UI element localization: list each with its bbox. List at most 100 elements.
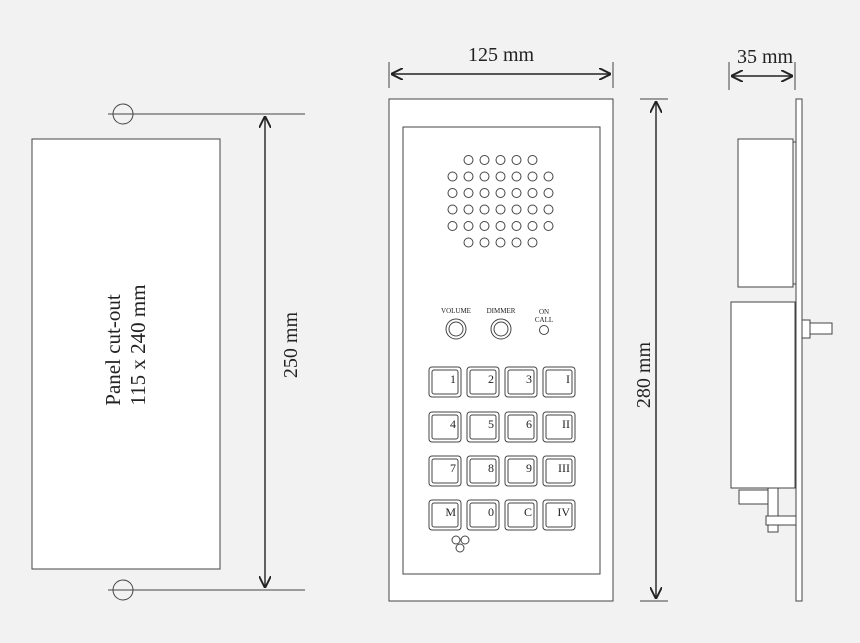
key-inner bbox=[431, 458, 459, 484]
depth-label: 35 mm bbox=[737, 46, 794, 68]
keypad-key-1[interactable]: 1 bbox=[428, 366, 462, 398]
key-inner bbox=[431, 369, 459, 395]
key-label: 7 bbox=[450, 461, 456, 475]
width-label: 125 mm bbox=[468, 44, 535, 66]
speaker-hole bbox=[479, 155, 490, 165]
key-outer bbox=[428, 499, 462, 531]
cutout-height-label: 250 mm bbox=[280, 312, 302, 379]
speaker-hole bbox=[511, 155, 522, 165]
speaker-hole bbox=[447, 204, 458, 215]
key-outer bbox=[542, 455, 576, 487]
key-outer bbox=[504, 499, 538, 531]
speaker-hole bbox=[447, 171, 458, 182]
front-panel-outer bbox=[388, 98, 614, 602]
keypad-key-iv[interactable]: IV bbox=[542, 499, 576, 531]
key-outer bbox=[428, 366, 462, 398]
key-outer bbox=[428, 411, 462, 443]
key-inner bbox=[469, 502, 497, 528]
speaker-hole bbox=[527, 221, 538, 231]
key-inner bbox=[469, 369, 497, 395]
speaker-hole bbox=[543, 221, 554, 231]
speaker-hole bbox=[495, 155, 506, 165]
speaker-hole bbox=[463, 221, 474, 231]
speaker-hole bbox=[543, 171, 554, 182]
speaker-hole bbox=[527, 204, 538, 215]
side-connector bbox=[738, 489, 770, 505]
key-label: 8 bbox=[488, 461, 494, 475]
dimmer-knob[interactable] bbox=[490, 318, 512, 340]
key-inner bbox=[545, 369, 573, 395]
keypad-key-i[interactable]: I bbox=[542, 366, 576, 398]
speaker-hole bbox=[543, 204, 554, 215]
speaker-hole bbox=[463, 204, 474, 215]
key-label: 2 bbox=[488, 372, 494, 386]
speaker-hole bbox=[495, 204, 506, 215]
keypad-key-7[interactable]: 7 bbox=[428, 455, 462, 487]
keypad-key-3[interactable]: 3 bbox=[504, 366, 538, 398]
on-call-label-line1: ON bbox=[539, 308, 549, 316]
side-view: 35 mm bbox=[728, 46, 833, 602]
key-outer bbox=[504, 411, 538, 443]
key-label: 4 bbox=[450, 417, 456, 431]
keypad-key-6[interactable]: 6 bbox=[504, 411, 538, 443]
front-panel-inner bbox=[402, 126, 601, 575]
keypad-key-8[interactable]: 8 bbox=[466, 455, 500, 487]
side-speaker-housing bbox=[737, 138, 794, 288]
height-dimension: 280 mm bbox=[633, 98, 668, 602]
key-label: 5 bbox=[488, 417, 494, 431]
key-inner bbox=[469, 414, 497, 440]
key-label: 6 bbox=[526, 417, 532, 431]
dimmer-label: DIMMER bbox=[487, 307, 516, 315]
speaker-hole bbox=[479, 237, 490, 248]
dimmer-knob-inner bbox=[493, 321, 509, 337]
microphone-hole-3 bbox=[455, 543, 465, 553]
height-label: 280 mm bbox=[633, 342, 655, 409]
keypad-key-ii[interactable]: II bbox=[542, 411, 576, 443]
key-inner bbox=[431, 502, 459, 528]
key-outer bbox=[504, 366, 538, 398]
side-bracket bbox=[767, 487, 779, 533]
side-electronics-housing bbox=[730, 301, 796, 489]
speaker-hole bbox=[479, 171, 490, 182]
keypad-key-5[interactable]: 5 bbox=[466, 411, 500, 443]
speaker-hole bbox=[463, 155, 474, 165]
cutout-label-line1: Panel cut-out bbox=[101, 294, 125, 406]
key-label: C bbox=[524, 505, 532, 519]
key-outer bbox=[542, 366, 576, 398]
speaker-hole bbox=[495, 171, 506, 182]
keypad-key-iii[interactable]: III bbox=[542, 455, 576, 487]
key-inner bbox=[507, 502, 535, 528]
panel-cutout-view: 250 mm Panel cut-out 115 x 240 mm bbox=[31, 103, 305, 601]
keypad-key-0[interactable]: 0 bbox=[466, 499, 500, 531]
key-outer bbox=[466, 499, 500, 531]
speaker-hole bbox=[447, 221, 458, 231]
keypad-key-9[interactable]: 9 bbox=[504, 455, 538, 487]
speaker-hole bbox=[495, 237, 506, 248]
speaker-hole bbox=[527, 155, 538, 165]
key-label: 3 bbox=[526, 372, 532, 386]
volume-knob[interactable] bbox=[445, 318, 467, 340]
key-outer bbox=[466, 366, 500, 398]
key-label: 9 bbox=[526, 461, 532, 475]
side-screw bbox=[765, 515, 797, 526]
speaker-hole bbox=[527, 237, 538, 248]
key-label: IV bbox=[557, 505, 570, 519]
side-front-plate bbox=[795, 98, 803, 602]
speaker-hole bbox=[543, 188, 554, 198]
key-outer bbox=[504, 455, 538, 487]
key-inner bbox=[545, 502, 573, 528]
key-outer bbox=[542, 411, 576, 443]
keypad-key-c[interactable]: C bbox=[504, 499, 538, 531]
keypad-key-2[interactable]: 2 bbox=[466, 366, 500, 398]
speaker-hole bbox=[511, 221, 522, 231]
keypad-key-4[interactable]: 4 bbox=[428, 411, 462, 443]
speaker-hole bbox=[479, 221, 490, 231]
speaker-hole bbox=[463, 188, 474, 198]
keypad-key-m[interactable]: M bbox=[428, 499, 462, 531]
key-inner bbox=[431, 414, 459, 440]
speaker-hole bbox=[527, 171, 538, 182]
on-call-label-line2: CALL bbox=[535, 316, 553, 324]
volume-label: VOLUME bbox=[441, 307, 471, 315]
speaker-hole bbox=[511, 171, 522, 182]
